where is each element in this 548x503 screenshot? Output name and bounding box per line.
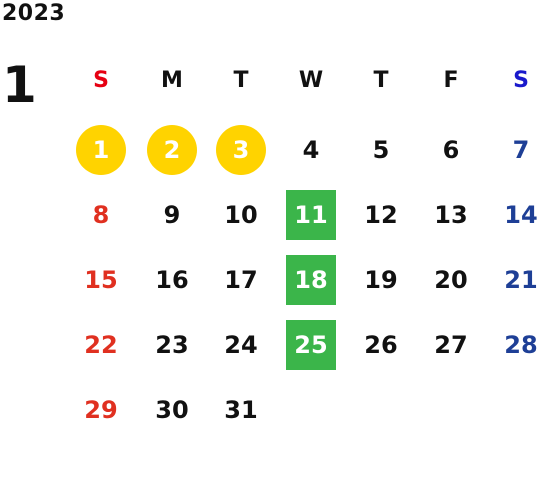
day-cell: 16	[155, 266, 189, 294]
weekday-label: W	[298, 68, 324, 93]
day-cell: 15	[84, 266, 118, 294]
day-cell: 13	[434, 201, 468, 229]
weekday-label: S	[513, 68, 529, 93]
year-label: 2023	[2, 1, 66, 26]
day-cell: 30	[155, 396, 189, 424]
day-cell: 4	[302, 136, 320, 164]
day-cell: 21	[504, 266, 538, 294]
day-cell: 31	[224, 396, 258, 424]
day-cell: 9	[163, 201, 181, 229]
day-cell: 25	[286, 320, 336, 370]
day-cell: 17	[224, 266, 258, 294]
day-cell: 24	[224, 331, 258, 359]
day-cell: 5	[372, 136, 390, 164]
day-cell: 27	[434, 331, 468, 359]
day-cell: 26	[364, 331, 398, 359]
weekday-label: F	[443, 68, 459, 93]
day-cell: 11	[286, 190, 336, 240]
day-cell: 19	[364, 266, 398, 294]
day-cell: 22	[84, 331, 118, 359]
day-cell: 29	[84, 396, 118, 424]
day-cell: 20	[434, 266, 468, 294]
month-number: 1	[2, 56, 37, 114]
weekday-label: S	[93, 68, 109, 93]
day-cell: 7	[512, 136, 530, 164]
day-cell: 23	[155, 331, 189, 359]
weekday-label: M	[161, 68, 183, 93]
day-cell: 2	[147, 125, 197, 175]
day-cell: 14	[504, 201, 538, 229]
weekday-label: T	[373, 68, 389, 93]
day-cell: 3	[216, 125, 266, 175]
weekday-label: T	[233, 68, 249, 93]
day-cell: 28	[504, 331, 538, 359]
day-cell: 1	[76, 125, 126, 175]
day-cell: 18	[286, 255, 336, 305]
day-cell: 12	[364, 201, 398, 229]
day-cell: 8	[92, 201, 110, 229]
day-cell: 10	[224, 201, 258, 229]
day-cell: 6	[442, 136, 460, 164]
